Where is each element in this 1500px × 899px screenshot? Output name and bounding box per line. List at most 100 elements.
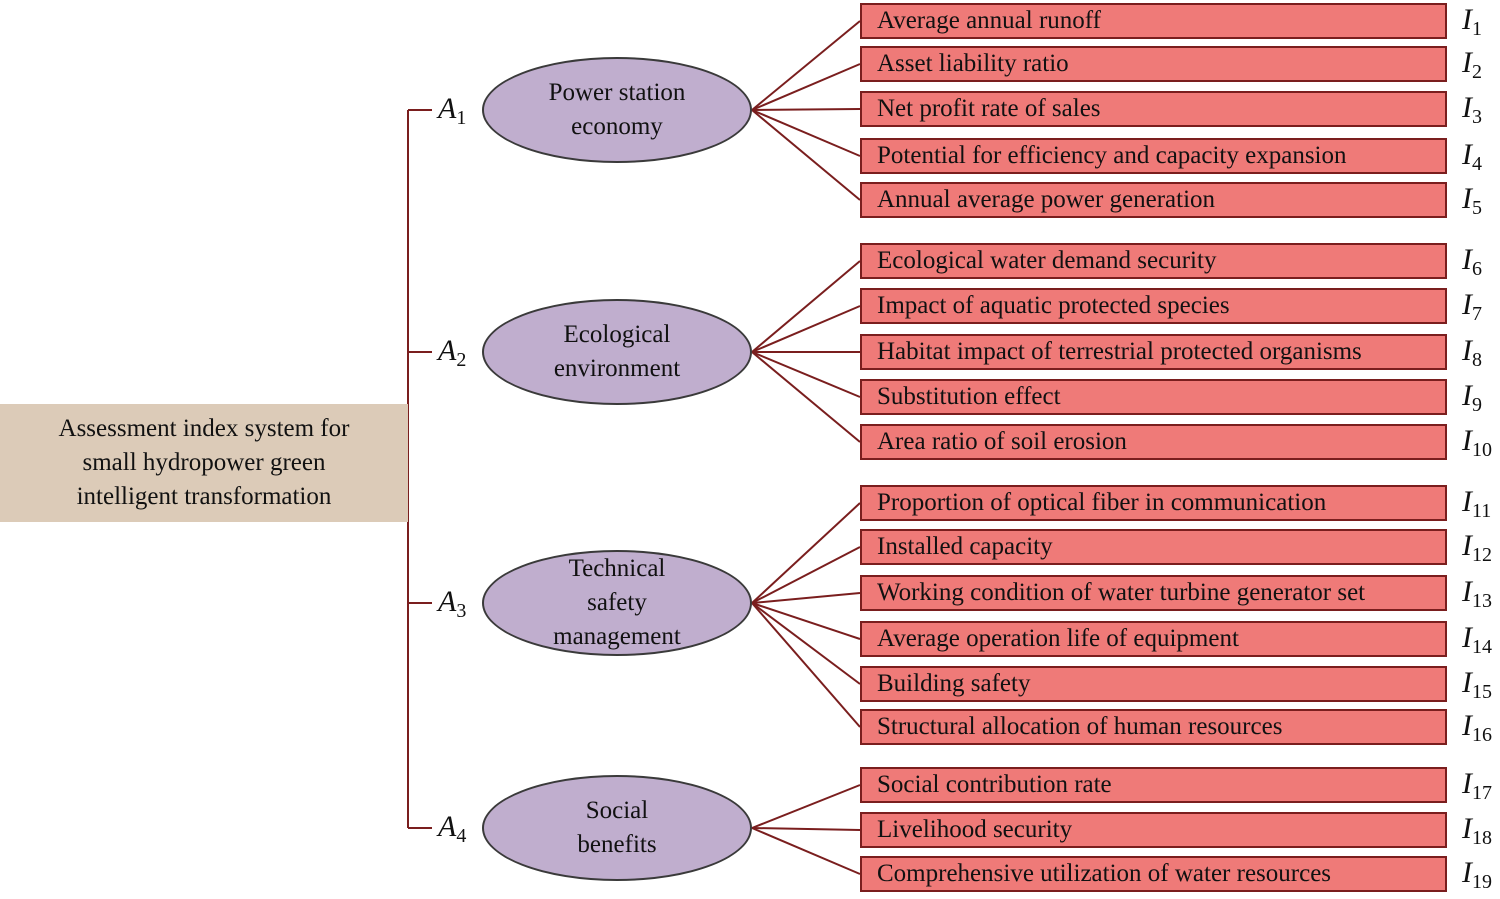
indicator-code-letter: I [1462,424,1472,457]
category-code-a1: A1 [438,94,466,133]
indicator-code-subscript: 17 [1472,782,1492,804]
indicator-box-i10: Area ratio of soil erosion [860,424,1447,460]
connector-a2-i9 [751,351,861,398]
indicator-code-subscript: 14 [1472,636,1492,658]
indicator-label: Habitat impact of terrestrial protected … [877,338,1362,365]
category-code-subscript: 1 [456,107,467,129]
indicator-code-subscript: 15 [1472,681,1492,703]
indicator-label: Social contribution rate [877,771,1112,798]
connector-a3-i13 [751,592,861,604]
indicator-code-i18: I18 [1462,814,1492,853]
category-label: Technical safety management [553,555,681,650]
indicator-code-i1: I1 [1462,5,1482,44]
connector-a1-i2 [751,63,861,111]
root-label: Assessment index system for small hydrop… [58,415,350,510]
indicator-label: Structural allocation of human resources [877,713,1283,740]
indicator-code-i10: I10 [1462,426,1492,465]
indicator-code-letter: I [1462,288,1472,321]
category-code-a4: A4 [438,812,466,851]
indicator-box-i18: Livelihood security [860,812,1447,848]
indicator-code-letter: I [1462,856,1472,889]
indicator-code-i11: I11 [1462,487,1491,526]
indicator-code-subscript: 3 [1472,106,1482,128]
indicator-label: Impact of aquatic protected species [877,292,1230,319]
indicator-code-i6: I6 [1462,245,1482,284]
indicator-code-subscript: 10 [1472,439,1492,461]
indicator-label: Substitution effect [877,383,1061,410]
indicator-code-i5: I5 [1462,184,1482,223]
category-label: Power station economy [548,79,686,140]
indicator-code-i12: I12 [1462,531,1492,570]
indicator-label: Building safety [877,670,1031,697]
indicator-code-letter: I [1462,91,1472,124]
indicator-box-i9: Substitution effect [860,379,1447,415]
indicator-code-letter: I [1462,812,1472,845]
indicator-box-i1: Average annual runoff [860,3,1447,39]
indicator-code-subscript: 19 [1472,871,1492,893]
indicator-code-letter: I [1462,243,1472,276]
category-code-subscript: 4 [456,825,467,847]
indicator-code-letter: I [1462,767,1472,800]
indicator-label: Proportion of optical fiber in communica… [877,489,1327,516]
indicator-code-subscript: 9 [1472,394,1482,416]
indicator-code-letter: I [1462,3,1472,36]
indicator-code-i2: I2 [1462,48,1482,87]
indicator-code-letter: I [1462,182,1472,215]
indicator-code-subscript: 13 [1472,590,1492,612]
connector-a1-i1 [751,20,861,111]
category-label: Social benefits [577,797,657,858]
indicator-label: Average annual runoff [877,7,1101,34]
connector-a3-i16 [751,602,861,728]
indicator-label: Asset liability ratio [877,50,1069,77]
indicator-label: Installed capacity [877,533,1053,560]
connector-a4-i17 [751,784,861,829]
indicator-code-i13: I13 [1462,577,1492,616]
connector-a4-i19 [751,827,861,875]
connector-a2-i6 [751,260,861,353]
indicator-code-letter: I [1462,709,1472,742]
indicator-code-subscript: 4 [1472,153,1482,175]
indicator-code-letter: I [1462,666,1472,699]
category-code-subscript: 3 [456,600,467,622]
indicator-label: Net profit rate of sales [877,95,1101,122]
connector-a3-i11 [751,502,861,604]
indicator-code-letter: I [1462,379,1472,412]
category-node-a4: Social benefits [482,775,752,881]
indicator-code-subscript: 18 [1472,827,1492,849]
indicator-code-subscript: 16 [1472,724,1492,746]
indicator-box-i12: Installed capacity [860,529,1447,565]
indicator-label: Area ratio of soil erosion [877,428,1127,455]
indicator-code-i9: I9 [1462,381,1482,420]
connector-a3-i12 [751,546,861,604]
indicator-code-i19: I19 [1462,858,1492,897]
indicator-code-subscript: 11 [1472,500,1492,522]
indicator-label: Average operation life of equipment [877,625,1239,652]
connector-a1-i3 [751,108,861,111]
connector-a2-i7 [751,305,861,353]
indicator-code-subscript: 12 [1472,544,1492,566]
category-code-letter: A [438,92,457,125]
indicator-code-letter: I [1462,485,1472,518]
category-node-a1: Power station economy [482,57,752,163]
indicator-box-i5: Annual average power generation [860,182,1447,218]
indicator-box-i19: Comprehensive utilization of water resou… [860,856,1447,892]
indicator-code-letter: I [1462,138,1472,171]
indicator-code-letter: I [1462,334,1472,367]
indicator-label: Ecological water demand security [877,247,1217,274]
indicator-box-i6: Ecological water demand security [860,243,1447,279]
indicator-box-i7: Impact of aquatic protected species [860,288,1447,324]
indicator-box-i17: Social contribution rate [860,767,1447,803]
connector-a2-i10 [751,351,861,443]
indicator-code-i17: I17 [1462,769,1492,808]
indicator-code-subscript: 2 [1472,61,1482,83]
indicator-label: Comprehensive utilization of water resou… [877,860,1332,887]
indicator-code-i4: I4 [1462,140,1482,179]
indicator-box-i8: Habitat impact of terrestrial protected … [860,334,1447,370]
indicator-code-letter: I [1462,46,1472,79]
indicator-box-i4: Potential for efficiency and capacity ex… [860,138,1447,174]
category-code-a2: A2 [438,336,466,375]
indicator-code-subscript: 6 [1472,258,1482,280]
indicator-box-i2: Asset liability ratio [860,46,1447,82]
indicator-code-i16: I16 [1462,711,1492,750]
